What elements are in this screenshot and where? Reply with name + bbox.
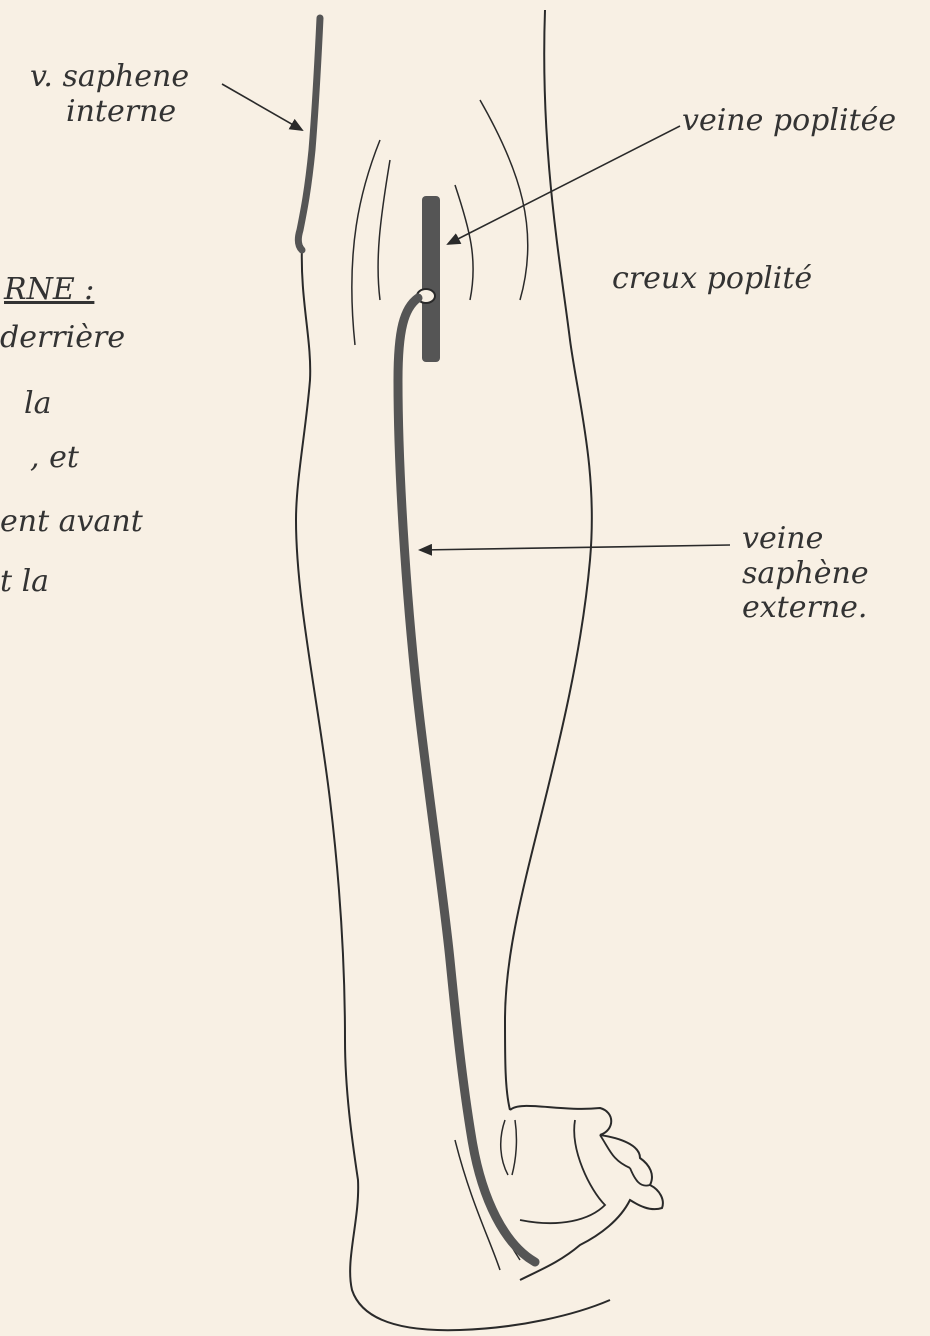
side-text-line-2: la bbox=[24, 386, 51, 421]
label-saphene-externe-line1: veine bbox=[742, 522, 869, 557]
label-saphene-externe: veine saphène externe. bbox=[742, 522, 869, 626]
arrow-poplitee bbox=[448, 126, 680, 244]
label-saphene-externe-line2: saphène bbox=[742, 557, 869, 592]
label-creux-poplite: creux poplité bbox=[612, 262, 812, 297]
side-text-line-5: t la bbox=[0, 564, 49, 599]
leg-outline-right bbox=[505, 10, 592, 1110]
label-saphene-interne-line1: v. saphene bbox=[30, 59, 189, 94]
knee-line-2 bbox=[378, 160, 390, 300]
poplitee-vein bbox=[422, 196, 440, 362]
saphene-externe-vein bbox=[398, 298, 535, 1262]
leg-outline-left bbox=[296, 245, 610, 1330]
foot-toe-lines bbox=[520, 1120, 650, 1223]
label-veine-poplitee: veine poplitée bbox=[682, 104, 896, 139]
label-saphene-interne: v. saphene interne bbox=[30, 60, 189, 129]
label-saphene-externe-line3: externe. bbox=[742, 591, 869, 626]
knee-line-4 bbox=[455, 185, 473, 300]
saphene-interne-vein bbox=[298, 18, 320, 250]
label-saphene-interne-line2: interne bbox=[30, 95, 189, 130]
ankle-lines bbox=[501, 1120, 517, 1175]
arrow-saphene-interne bbox=[222, 84, 302, 130]
knee-line-3 bbox=[480, 100, 528, 300]
foot-outline bbox=[510, 1106, 663, 1280]
side-text-line-1: derrière bbox=[0, 320, 125, 355]
side-text-line-0: RNE : bbox=[4, 272, 94, 307]
knee-line-1 bbox=[352, 140, 380, 345]
arrow-saphene-externe bbox=[420, 545, 730, 550]
side-text-line-3: , et bbox=[30, 440, 79, 475]
side-text-line-4: ent avant bbox=[0, 504, 143, 539]
